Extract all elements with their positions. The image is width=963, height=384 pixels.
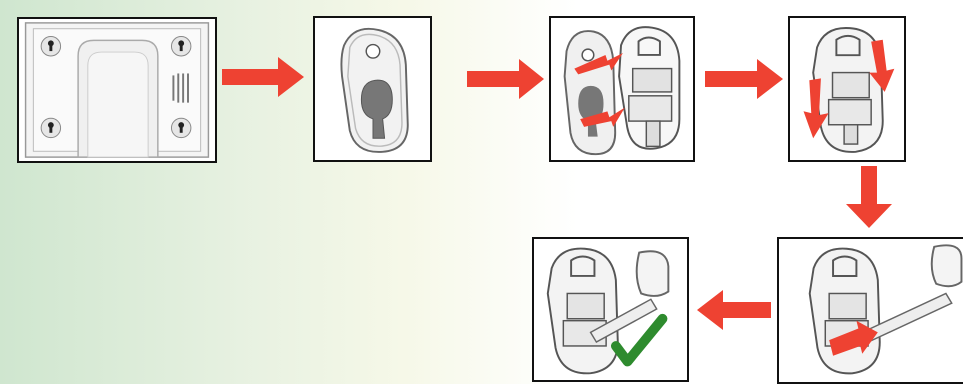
step-5-panel xyxy=(777,237,963,384)
step-4-panel xyxy=(788,16,906,162)
step-6-panel xyxy=(532,237,689,382)
step-arrow-right-1 xyxy=(222,57,304,97)
step-arrow-down xyxy=(846,166,892,228)
step-arrow-left xyxy=(697,290,771,330)
step-arrow-right-3 xyxy=(705,59,783,99)
step-arrow-right-2 xyxy=(467,59,544,99)
mount-bracket-icon xyxy=(315,18,430,160)
device-back-plate-icon xyxy=(19,19,215,161)
locked-check-icon xyxy=(534,239,687,380)
slide-down-icon xyxy=(790,18,904,160)
insert-lock-icon xyxy=(779,239,963,382)
step-3-panel xyxy=(549,16,695,162)
attach-bracket-icon xyxy=(551,18,693,160)
step-1-panel xyxy=(17,17,217,163)
step-2-panel xyxy=(313,16,432,162)
